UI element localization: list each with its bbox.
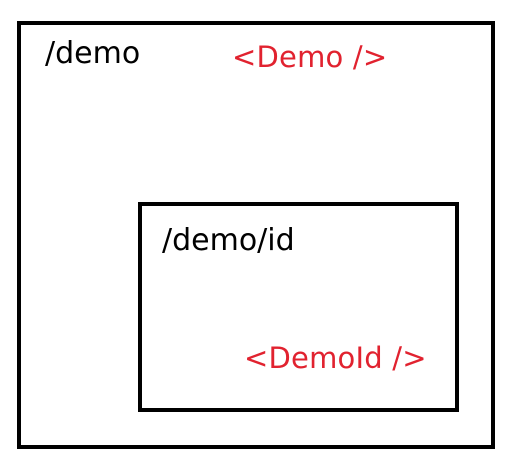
outer-component-label: <Demo />: [232, 40, 388, 74]
inner-route-box: [138, 202, 459, 412]
outer-route-label: /demo: [45, 36, 141, 71]
outer-route-box: [17, 21, 495, 449]
inner-route-label: /demo/id: [162, 223, 295, 258]
inner-component-label: <DemoId />: [244, 341, 427, 375]
